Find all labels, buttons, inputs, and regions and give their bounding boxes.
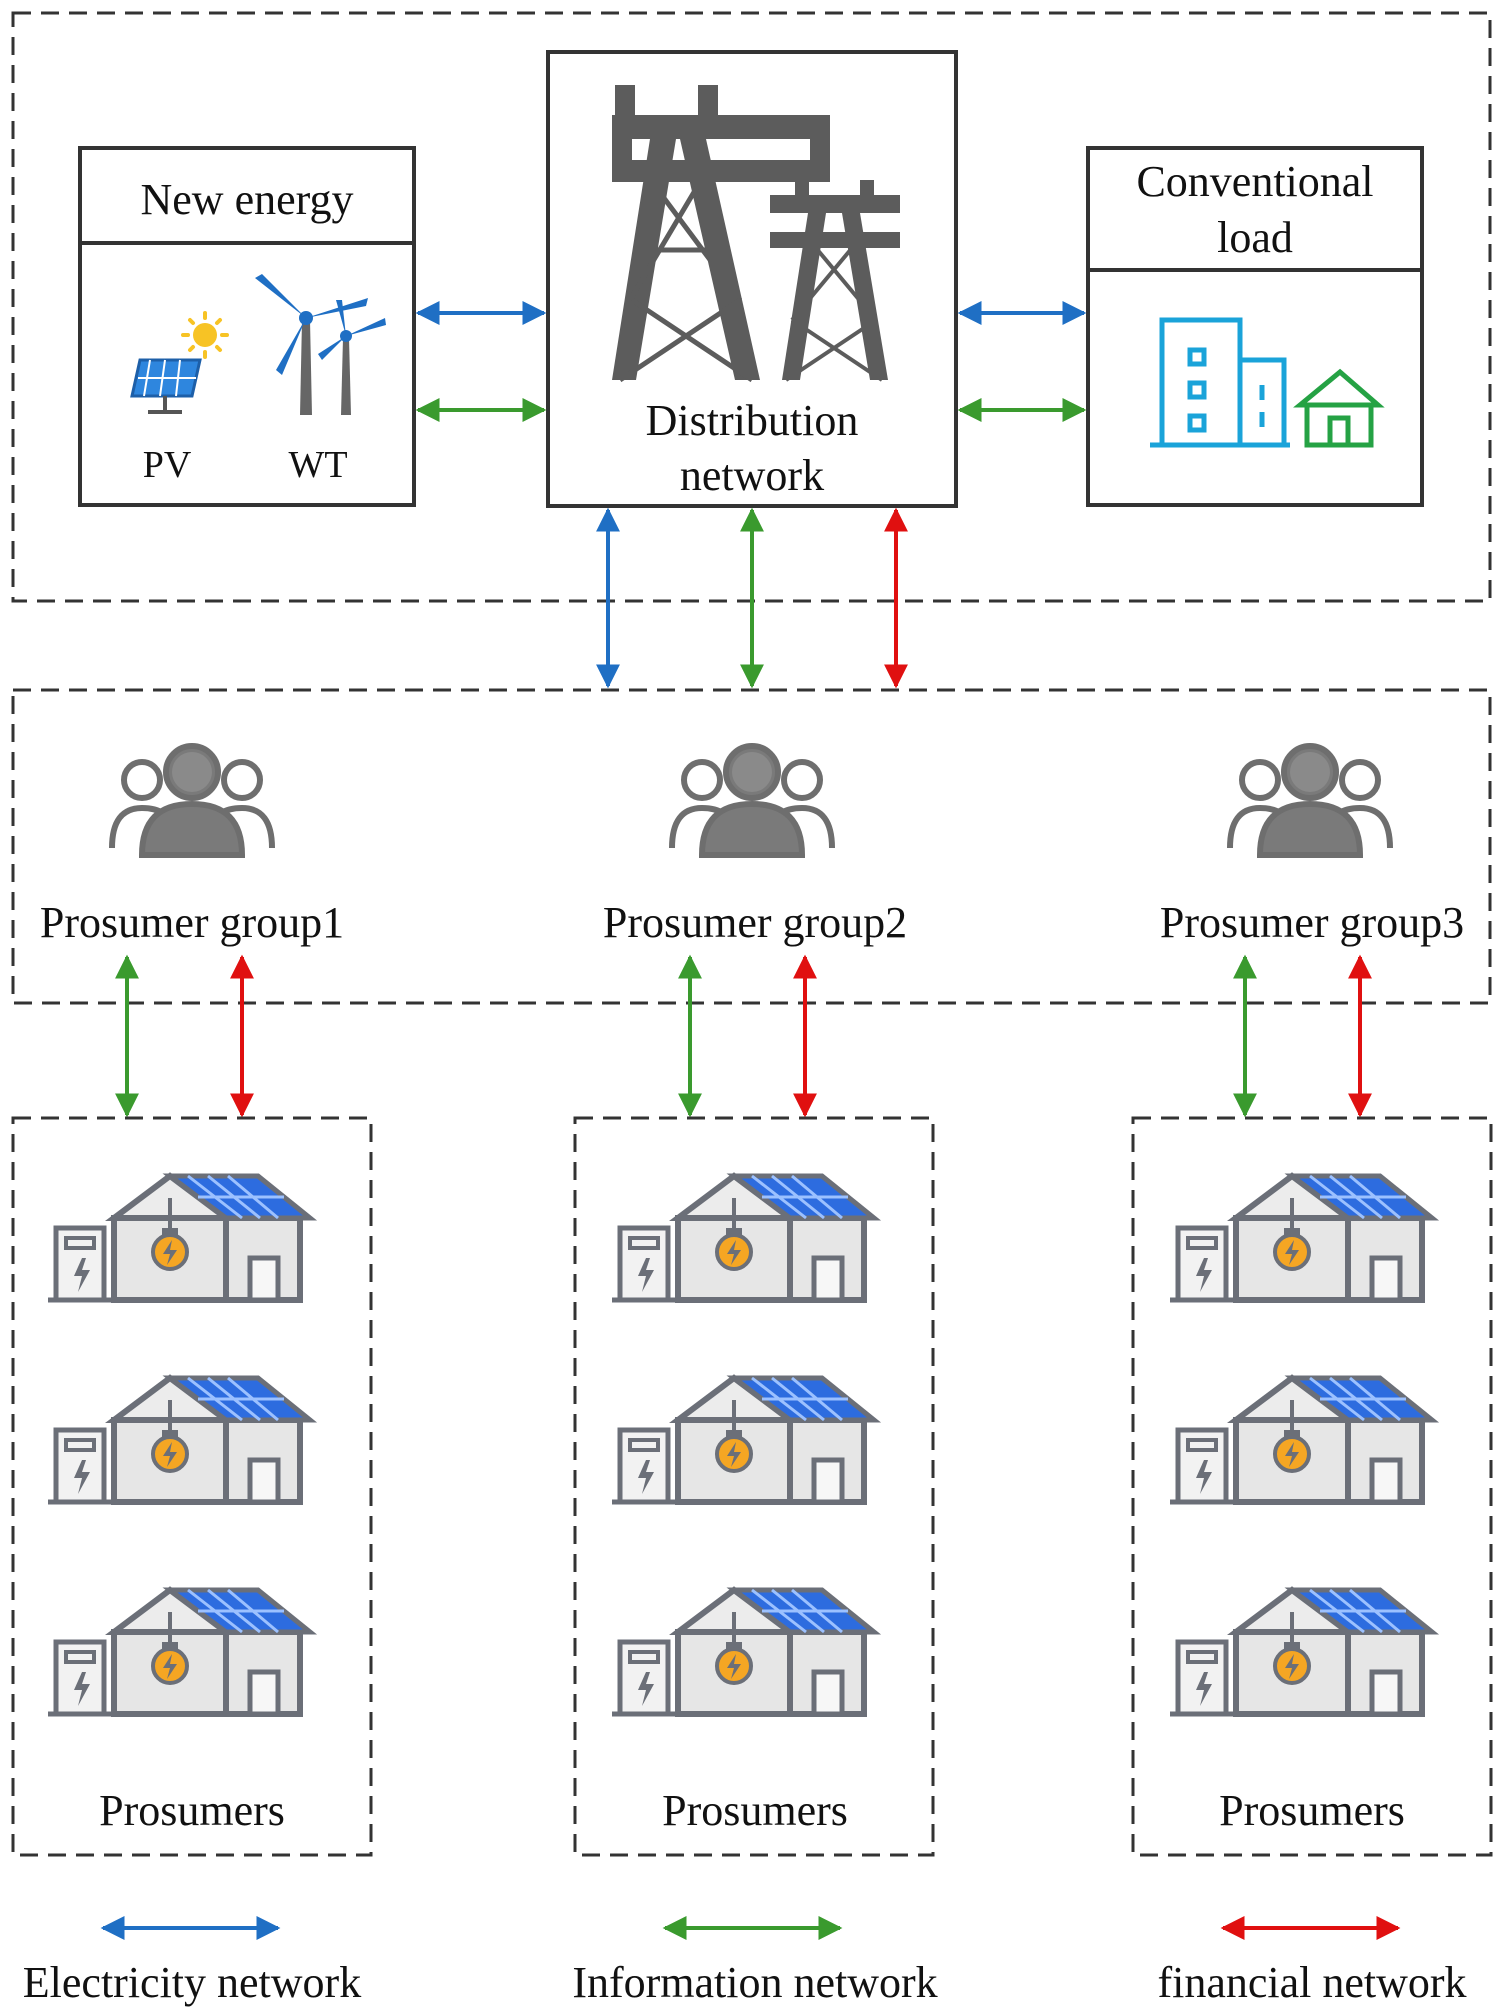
prosumer-house-icon <box>612 1590 874 1714</box>
legend-financial: financial network <box>1157 1916 1467 2007</box>
legend-information-label: Information network <box>572 1958 937 2007</box>
prosumers-label-2: Prosumers <box>662 1786 848 1835</box>
new-energy-box: New energy <box>78 146 416 507</box>
prosumer-house-icon <box>48 1176 310 1300</box>
house-icon <box>1293 368 1385 448</box>
people-group-icon <box>112 746 272 855</box>
distribution-network-box: Distribution network <box>546 50 958 508</box>
legend-information: Information network <box>572 1916 938 2007</box>
prosumer-house-icon <box>1170 1590 1432 1714</box>
prosumer-house-icon <box>1170 1176 1432 1300</box>
prosumer-group-3-label: Prosumer group3 <box>1160 898 1464 947</box>
prosumers-column-3: Prosumers <box>1131 1116 1493 1857</box>
prosumer-house-icon <box>1170 1378 1432 1502</box>
distribution-label-line1: Distribution <box>646 396 859 445</box>
prosumers-column-2: Prosumers <box>573 1116 935 1857</box>
prosumer-group-3: Prosumer group3 <box>1160 746 1464 947</box>
sun-icon <box>181 311 229 359</box>
legend-financial-label: financial network <box>1157 1958 1466 2007</box>
legend-electricity: Electricity network <box>23 1916 361 2007</box>
prosumer-group-1-label: Prosumer group1 <box>40 898 344 947</box>
pv-label: PV <box>143 444 192 486</box>
wind-turbine-icon <box>255 274 386 415</box>
prosumer-groups-frame <box>11 688 1492 1005</box>
prosumer-house-icon <box>48 1590 310 1714</box>
people-group-icon <box>672 746 832 855</box>
wt-label: WT <box>288 444 347 486</box>
prosumer-group-2-label: Prosumer group2 <box>603 898 907 947</box>
conventional-load-line1: Conventional <box>1136 157 1373 206</box>
conventional-load-box: Conventional load <box>1086 146 1424 507</box>
solar-panel-icon <box>130 358 202 414</box>
building-icon <box>1150 317 1290 448</box>
prosumer-group-2: Prosumer group2 <box>603 746 907 947</box>
prosumers-label-1: Prosumers <box>99 1786 285 1835</box>
people-group-icon <box>1230 746 1390 855</box>
prosumer-group-1: Prosumer group1 <box>40 746 344 947</box>
distribution-label-line2: network <box>680 451 824 500</box>
prosumer-house-icon <box>612 1378 874 1502</box>
new-energy-title: New energy <box>141 175 354 224</box>
prosumer-house-icon <box>48 1378 310 1502</box>
prosumers-column-1: Prosumers <box>11 1116 373 1857</box>
legend-electricity-label: Electricity network <box>23 1958 361 2007</box>
prosumer-house-icon <box>612 1176 874 1300</box>
legend: Electricity network Information network … <box>23 1916 1467 2007</box>
prosumers-label-3: Prosumers <box>1219 1786 1405 1835</box>
transmission-tower-icon <box>612 85 900 383</box>
conventional-load-line2: load <box>1217 213 1293 262</box>
